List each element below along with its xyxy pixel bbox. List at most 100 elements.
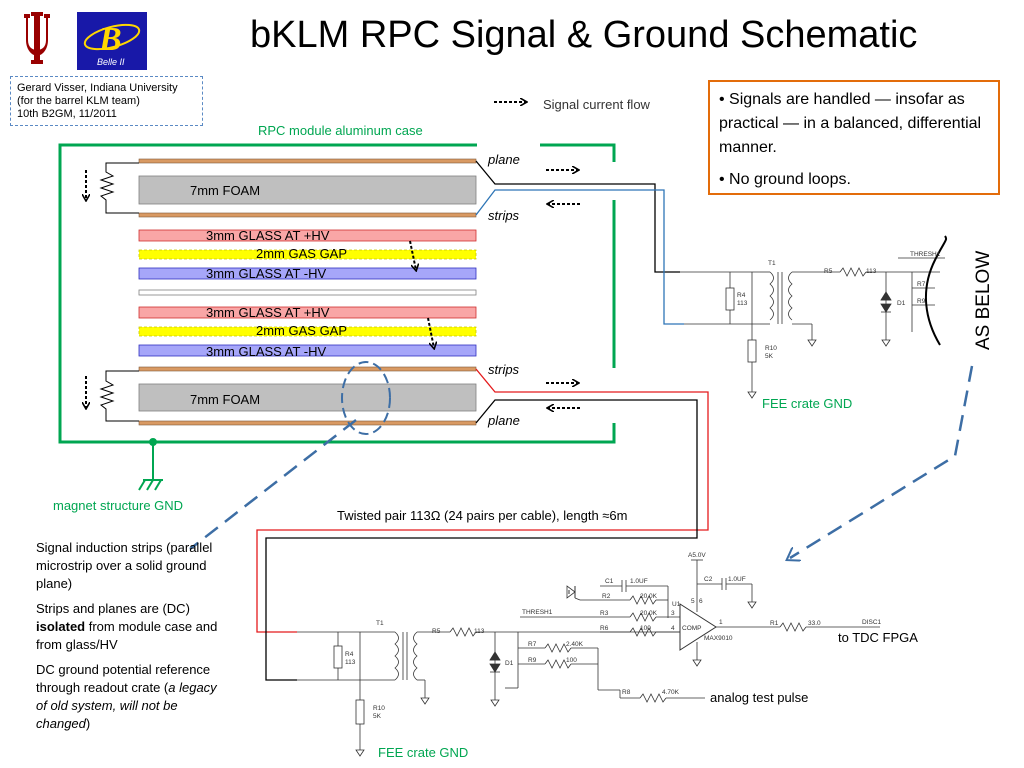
svg-text:20.0K: 20.0K (640, 610, 658, 617)
strips-bottom (138, 366, 477, 372)
svg-text:113: 113 (345, 659, 356, 666)
wire-strips-top (475, 189, 684, 325)
svg-text:5K: 5K (373, 713, 382, 720)
wire-plane-top (475, 160, 680, 273)
glass1-hv-pos-label: 3mm GLASS AT +HV (206, 228, 330, 243)
flow-arrow-gas2 (427, 317, 434, 348)
indiana-university-logo (14, 10, 60, 66)
signal-flow-label: Signal current flow (543, 97, 651, 112)
upper-circuit-labels: T1 R4 113 R5 113 R10 5K D1 R7 R9 THRESH1 (737, 251, 941, 360)
callout-bullet: • No ground loops. (719, 171, 851, 188)
svg-text:C2: C2 (704, 576, 713, 583)
fee-gnd-lower: FEE crate GND (378, 745, 468, 760)
module-case-outline (58, 143, 616, 444)
separator (138, 289, 477, 296)
rpc-module: RPC module aluminum case plane 7mm FOAM … (53, 123, 616, 513)
svg-text:B: B (98, 21, 122, 58)
gas-gap-1-label: 2mm GAS GAP (256, 246, 347, 261)
glass1-hv-pos (138, 229, 477, 242)
design-principles-callout: • Signals are handled — insofar as pract… (708, 80, 1000, 195)
gas-gap-1 (138, 249, 477, 260)
svg-text:D1: D1 (897, 300, 906, 307)
svg-text:4.70K: 4.70K (662, 689, 680, 696)
note-induction-strips: Signal induction strips (parallel micros… (36, 540, 213, 591)
svg-text:R7: R7 (528, 641, 537, 648)
glass2-hv-pos-label: 3mm GLASS AT +HV (206, 305, 330, 320)
author-box: Gerard Visser, Indiana University (for t… (10, 76, 203, 126)
svg-text:5: 5 (691, 598, 695, 605)
pointer-to-notes (189, 419, 357, 550)
upper-circuit (680, 235, 948, 399)
foam-top (138, 175, 477, 205)
svg-text:113: 113 (866, 268, 877, 275)
svg-text:R8: R8 (622, 689, 631, 696)
foam-bottom (138, 383, 477, 412)
wire-strips-bottom-red (256, 368, 709, 633)
svg-text:R10: R10 (373, 705, 385, 712)
svg-text:R4: R4 (737, 292, 746, 299)
note-ground-reference: DC ground potential reference through re… (36, 662, 217, 731)
svg-text:3: 3 (671, 610, 675, 617)
svg-text:R3: R3 (600, 610, 609, 617)
top-bias-resistor (99, 162, 139, 214)
callout-bullet: • Signals are handled — insofar as pract… (719, 91, 982, 156)
note-isolation: Strips and planes are (DC) isolated from… (36, 601, 218, 652)
svg-text:C1: C1 (605, 578, 614, 585)
plane-bottom-label: plane (487, 413, 520, 428)
svg-text:100: 100 (640, 625, 651, 632)
svg-text:R1: R1 (770, 620, 779, 627)
bottom-bias-resistor (99, 370, 139, 422)
module-case-right-upper (540, 143, 616, 162)
svg-text:R10: R10 (765, 345, 777, 352)
svg-text:100: 100 (566, 657, 577, 664)
svg-text:D1: D1 (505, 660, 514, 667)
svg-text:R6: R6 (600, 625, 609, 632)
lower-circuit-labels: T1 R4 113 R5 113 R10 5K D1 R7 2.40K R9 1… (345, 552, 882, 720)
svg-text:THRESH1: THRESH1 (910, 251, 941, 258)
strips-top-label: strips (488, 208, 520, 223)
svg-text:R5: R5 (824, 268, 833, 275)
glass2-hv-neg (138, 344, 477, 357)
svg-text:MAX9010: MAX9010 (704, 635, 733, 642)
svg-text:1.0UF: 1.0UF (728, 576, 746, 583)
author-line: Gerard Visser, Indiana University (17, 82, 178, 94)
notes-panel: Signal induction strips (parallel micros… (36, 539, 228, 740)
svg-text:DISC1: DISC1 (862, 619, 882, 626)
glass2-hv-pos (138, 306, 477, 319)
svg-text:A5.0V: A5.0V (688, 552, 706, 559)
svg-text:1.0UF: 1.0UF (630, 578, 648, 585)
magnet-gnd-label: magnet structure GND (53, 498, 183, 513)
svg-text:33.0: 33.0 (808, 620, 821, 627)
svg-text:COMP: COMP (682, 625, 702, 632)
svg-text:R5: R5 (432, 628, 441, 635)
svg-text:113: 113 (474, 628, 485, 635)
svg-text:20.0K: 20.0K (640, 593, 658, 600)
pointer-as-below (790, 365, 974, 558)
magnet-ground-symbol (138, 438, 163, 491)
svg-text:U1: U1 (672, 601, 681, 608)
svg-text:2.40K: 2.40K (566, 641, 584, 648)
svg-text:5K: 5K (765, 353, 774, 360)
svg-text:R7: R7 (917, 281, 926, 288)
plane-top-label: plane (487, 152, 520, 167)
foam-bottom-label: 7mm FOAM (190, 392, 260, 407)
belle-ii-logo: B Belle II (77, 12, 147, 70)
gas-gap-2 (138, 326, 477, 337)
as-below-label: AS BELOW (973, 251, 994, 350)
svg-text:1: 1 (719, 619, 723, 626)
glass2-hv-neg-label: 3mm GLASS AT -HV (206, 344, 326, 359)
glass1-hv-neg-label: 3mm GLASS AT -HV (206, 266, 326, 281)
svg-text:R2: R2 (602, 593, 611, 600)
strips-top (138, 212, 477, 218)
author-line: (for the barrel KLM team) (17, 95, 140, 107)
svg-text:T1: T1 (376, 620, 384, 627)
gas-gap-2-label: 2mm GAS GAP (256, 323, 347, 338)
signal-flow-legend: Signal current flow (494, 97, 651, 112)
svg-text:THRESH1: THRESH1 (522, 609, 553, 616)
svg-text:R9: R9 (917, 298, 926, 305)
svg-text:T1: T1 (768, 260, 776, 267)
svg-text:6: 6 (699, 598, 703, 605)
plane-bottom (138, 420, 477, 426)
svg-text:113: 113 (737, 300, 748, 307)
